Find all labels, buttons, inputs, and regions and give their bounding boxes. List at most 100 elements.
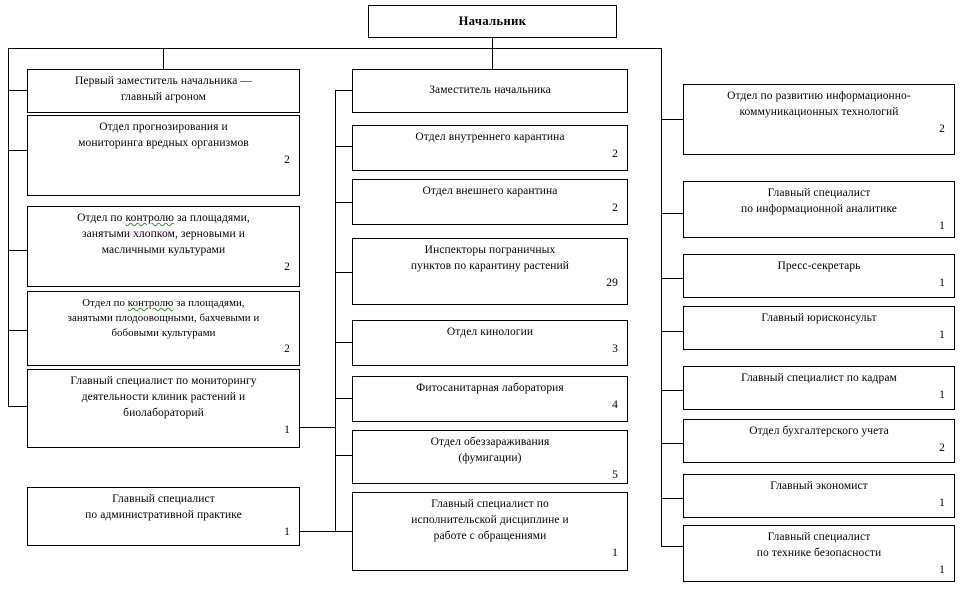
node-mid-7-line-1: Отдел обеззараживания [430,436,550,448]
connector-left-stub-5 [8,406,28,407]
node-mid-4-line-2: пунктов по карантину растений [410,259,570,272]
connector-left-head-drop [163,48,164,70]
connector-right-spine [661,48,662,546]
node-mid-6-count: 4 [612,398,618,411]
node-right-2-count: 1 [939,219,945,232]
node-mid-3-count: 2 [612,201,618,214]
connector-left-spine [8,48,9,406]
node-mid-3[interactable]: Отдел внешнего карантина 2 [352,179,628,225]
node-right-8-line-2: по технике безопасности [756,546,882,559]
node-right-4-line-1: Главный юрисконсульт [761,312,877,324]
node-left-5-line-1: Главный специалист по мониторингу [70,375,257,387]
node-right-7-line-1: Главный экономист [770,480,868,492]
node-right-4[interactable]: Главный юрисконсульт 1 [683,306,955,350]
misspelled-word: контролю [127,297,174,309]
node-left-2[interactable]: Отдел прогнозирования и мониторинга вред… [27,115,300,196]
node-right-8[interactable]: Главный специалист по технике безопаснос… [683,525,955,582]
node-right-6-count: 2 [939,441,945,454]
node-left-4-count: 2 [284,342,290,355]
node-left-4-line-1: Отдел по контролю за площадями, [82,297,245,309]
connector-right-stub-8 [661,546,683,547]
connector-left6-to-mid-spine [300,531,336,532]
connector-mid-stub-3 [335,202,353,203]
node-right-5-line-1: Главный специалист по кадрам [741,372,897,384]
connector-mid-stub-1 [335,90,353,91]
node-mid-2-line-1: Отдел внутреннего карантина [415,131,565,143]
node-mid-2[interactable]: Отдел внутреннего карантина 2 [352,125,628,171]
node-mid-1[interactable]: Заместитель начальника [352,69,628,113]
node-left-2-count: 2 [284,153,290,166]
node-mid-5-line-1: Отдел кинологии [446,326,534,338]
connector-middle-head-drop [492,48,493,70]
connector-root-drop [492,38,493,49]
misspelled-word: контролю [125,212,175,224]
connector-mid-stub-6 [335,398,353,399]
connector-left-stub-1 [8,90,28,91]
node-right-5-count: 1 [939,388,945,401]
connector-mid-stub-4 [335,272,353,273]
connector-main-bus [8,48,662,49]
connector-left-stub-4 [8,330,28,331]
node-right-4-count: 1 [939,328,945,341]
node-mid-7-line-2: (фумигации) [458,451,522,464]
connector-mid-stub-8 [335,531,353,532]
node-root[interactable]: Начальник [368,5,617,38]
connector-right-stub-7 [661,498,683,499]
node-left-1[interactable]: Первый заместитель начальника — главный … [27,69,300,113]
connector-mid-stub-7 [335,455,353,456]
node-mid-8-count: 1 [612,546,618,559]
node-mid-7[interactable]: Отдел обеззараживания (фумигации) 5 [352,430,628,484]
connector-middle-spine [335,90,336,532]
node-right-2-line-2: по информационной аналитике [741,202,897,215]
node-right-6[interactable]: Отдел бухгалтерского учета 2 [683,419,955,463]
node-left-1-line-2: главный агроном [120,90,207,103]
node-mid-4-line-1: Инспекторы пограничных [424,244,556,256]
node-left-5-line-3: биолабораторий [123,406,204,419]
node-right-2-line-1: Главный специалист [767,187,871,199]
node-right-1[interactable]: Отдел по развитию информационно- коммуни… [683,84,955,155]
node-right-3[interactable]: Пресс-секретарь 1 [683,254,955,298]
connector-right-stub-4 [661,331,683,332]
node-right-8-line-1: Главный специалист [767,531,871,543]
node-right-1-line-2: коммуникационных технологий [739,105,899,118]
node-mid-2-count: 2 [612,147,618,160]
node-right-6-line-1: Отдел бухгалтерского учета [749,425,889,437]
node-left-2-line-1: Отдел прогнозирования и [99,121,228,133]
node-left-6[interactable]: Главный специалист по административной п… [27,487,300,546]
node-mid-8-line-1: Главный специалист по [431,498,549,510]
node-right-1-count: 2 [939,122,945,135]
node-mid-8[interactable]: Главный специалист по исполнительской ди… [352,492,628,571]
connector-left-stub-3 [8,250,28,251]
node-mid-4[interactable]: Инспекторы пограничных пунктов по карант… [352,238,628,305]
node-left-3[interactable]: Отдел по контролю за площадями, занятыми… [27,206,300,287]
node-right-5[interactable]: Главный специалист по кадрам 1 [683,366,955,410]
node-mid-6[interactable]: Фитосанитарная лаборатория 4 [352,376,628,422]
connector-mid-stub-2 [335,146,353,147]
connector-right-stub-6 [661,443,683,444]
node-left-3-line-1: Отдел по контролю за площадями, [77,212,250,224]
node-left-3-line-2: занятыми хлопком, зерновыми и [82,227,245,240]
node-mid-8-line-3: работе с обращениями [433,529,547,542]
node-right-7[interactable]: Главный экономист 1 [683,474,955,518]
node-right-2[interactable]: Главный специалист по информационной ана… [683,181,955,238]
node-mid-5-count: 3 [612,342,618,355]
node-left-5[interactable]: Главный специалист по мониторингу деятел… [27,369,300,448]
connector-right-stub-1 [661,119,683,120]
node-mid-5[interactable]: Отдел кинологии 3 [352,320,628,366]
node-mid-4-count: 29 [606,276,618,289]
node-left-1-line-1: Первый заместитель начальника — [74,75,252,87]
connector-right-stub-5 [661,390,683,391]
node-left-6-line-1: Главный специалист [112,493,215,505]
node-left-4[interactable]: Отдел по контролю за площадями, занятыми… [27,291,300,366]
connector-left-stub-2 [8,150,28,151]
node-right-8-count: 1 [939,563,945,576]
node-mid-8-line-2: исполнительской дисциплине и [411,513,569,526]
node-left-2-line-2: мониторинга вредных организмов [78,136,249,149]
node-left-6-line-2: по административной практике [85,508,242,521]
node-left-4-line-2: занятыми плодоовощными, бахчевыми и [67,311,260,324]
node-mid-7-count: 5 [612,468,618,481]
connector-right-stub-3 [661,278,683,279]
node-right-3-count: 1 [939,276,945,289]
node-left-6-count: 1 [284,525,290,538]
